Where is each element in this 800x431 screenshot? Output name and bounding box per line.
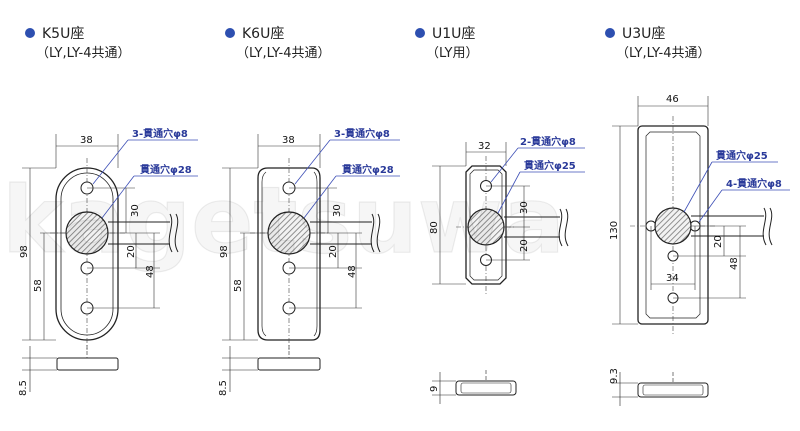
note-center: 貫通穴φ25 <box>716 149 768 162</box>
plate-outline <box>465 165 507 285</box>
dim-spacing-a: 30 <box>332 204 343 217</box>
note-holes: 2-貫通穴φ8 <box>520 135 576 148</box>
bullet-icon <box>605 28 615 38</box>
note-center: 貫通穴φ25 <box>524 159 576 172</box>
note-holes: 3-貫通穴φ8 <box>132 127 188 140</box>
handle-shaft <box>108 213 179 253</box>
leader-lines <box>294 139 400 219</box>
panel-subtitle: （LY,LY-4共通） <box>36 46 130 61</box>
note-holes: 3-貫通穴φ8 <box>334 127 390 140</box>
dim-thickness: 8.5 <box>18 380 29 396</box>
panel-subtitle: （LY用） <box>426 46 478 61</box>
dim-spacing-b: 20 <box>519 239 530 252</box>
note-center: 貫通穴φ28 <box>140 163 192 176</box>
dim-thickness: 9 <box>429 386 440 392</box>
dim-thickness: 9.3 <box>609 368 620 384</box>
panel-title: K5U座 <box>42 26 84 42</box>
side-view <box>432 370 517 404</box>
dim-height: 98 <box>219 245 230 258</box>
dim-hole-spacing: 34 <box>666 273 679 284</box>
handle-shaft <box>504 208 569 247</box>
dim-spacing-b: 20 <box>328 245 339 258</box>
panel-title: U3U座 <box>622 26 665 42</box>
dim-height: 80 <box>429 221 440 234</box>
plate-outline <box>257 167 321 341</box>
panel-subtitle: （LY,LY-4共通） <box>616 46 710 61</box>
mounting-holes <box>480 180 492 266</box>
panel-u3u: U3U座 （LY,LY-4共通） <box>605 26 790 406</box>
side-view <box>222 345 321 392</box>
dim-spacing-c: 48 <box>729 257 740 270</box>
dim-width: 38 <box>80 135 93 146</box>
handle-shaft <box>691 207 773 246</box>
dim-spacing-b: 20 <box>713 235 724 248</box>
dim-thickness: 8.5 <box>218 380 229 396</box>
center-bore <box>654 207 692 245</box>
side-view <box>22 345 119 392</box>
dim-width: 46 <box>666 94 679 105</box>
panel-k5u: K5U座 （LY,LY-4共通） <box>18 26 198 396</box>
center-lines <box>456 156 514 294</box>
bullet-icon <box>225 28 235 38</box>
watermark-text: kagetsuwa <box>2 167 565 274</box>
bullet-icon <box>415 28 425 38</box>
dim-lower: 58 <box>33 279 44 292</box>
leader-lines <box>490 147 585 214</box>
panel-title: U1U座 <box>432 26 475 42</box>
panel-title: K6U座 <box>242 26 284 42</box>
dim-lower: 58 <box>233 279 244 292</box>
panel-u1u: U1U座 （LY用） <box>415 26 585 404</box>
dim-height: 98 <box>19 245 30 258</box>
leader-lines <box>92 139 198 219</box>
panel-subtitle: （LY,LY-4共通） <box>236 46 330 61</box>
dim-width: 38 <box>282 135 295 146</box>
panel-k6u: K6U座 （LY,LY-4共通） <box>218 26 400 396</box>
handle-shaft <box>310 213 381 253</box>
dim-spacing-a: 30 <box>130 204 141 217</box>
dim-spacing-b: 20 <box>126 245 137 258</box>
dimension-lines <box>22 134 160 341</box>
dim-width: 32 <box>478 141 491 152</box>
note-holes: 4-貫通穴φ8 <box>726 177 782 190</box>
dimension-lines <box>612 96 746 325</box>
dim-spacing-c: 48 <box>347 265 358 278</box>
dimension-lines <box>222 134 362 341</box>
leader-lines <box>683 161 790 223</box>
side-view <box>612 372 709 406</box>
dim-spacing-a: 30 <box>519 201 530 214</box>
note-center: 貫通穴φ28 <box>342 163 394 176</box>
dim-height: 130 <box>609 221 620 240</box>
dimension-lines <box>432 142 530 285</box>
bullet-icon <box>25 28 35 38</box>
dim-spacing-c: 48 <box>145 265 156 278</box>
